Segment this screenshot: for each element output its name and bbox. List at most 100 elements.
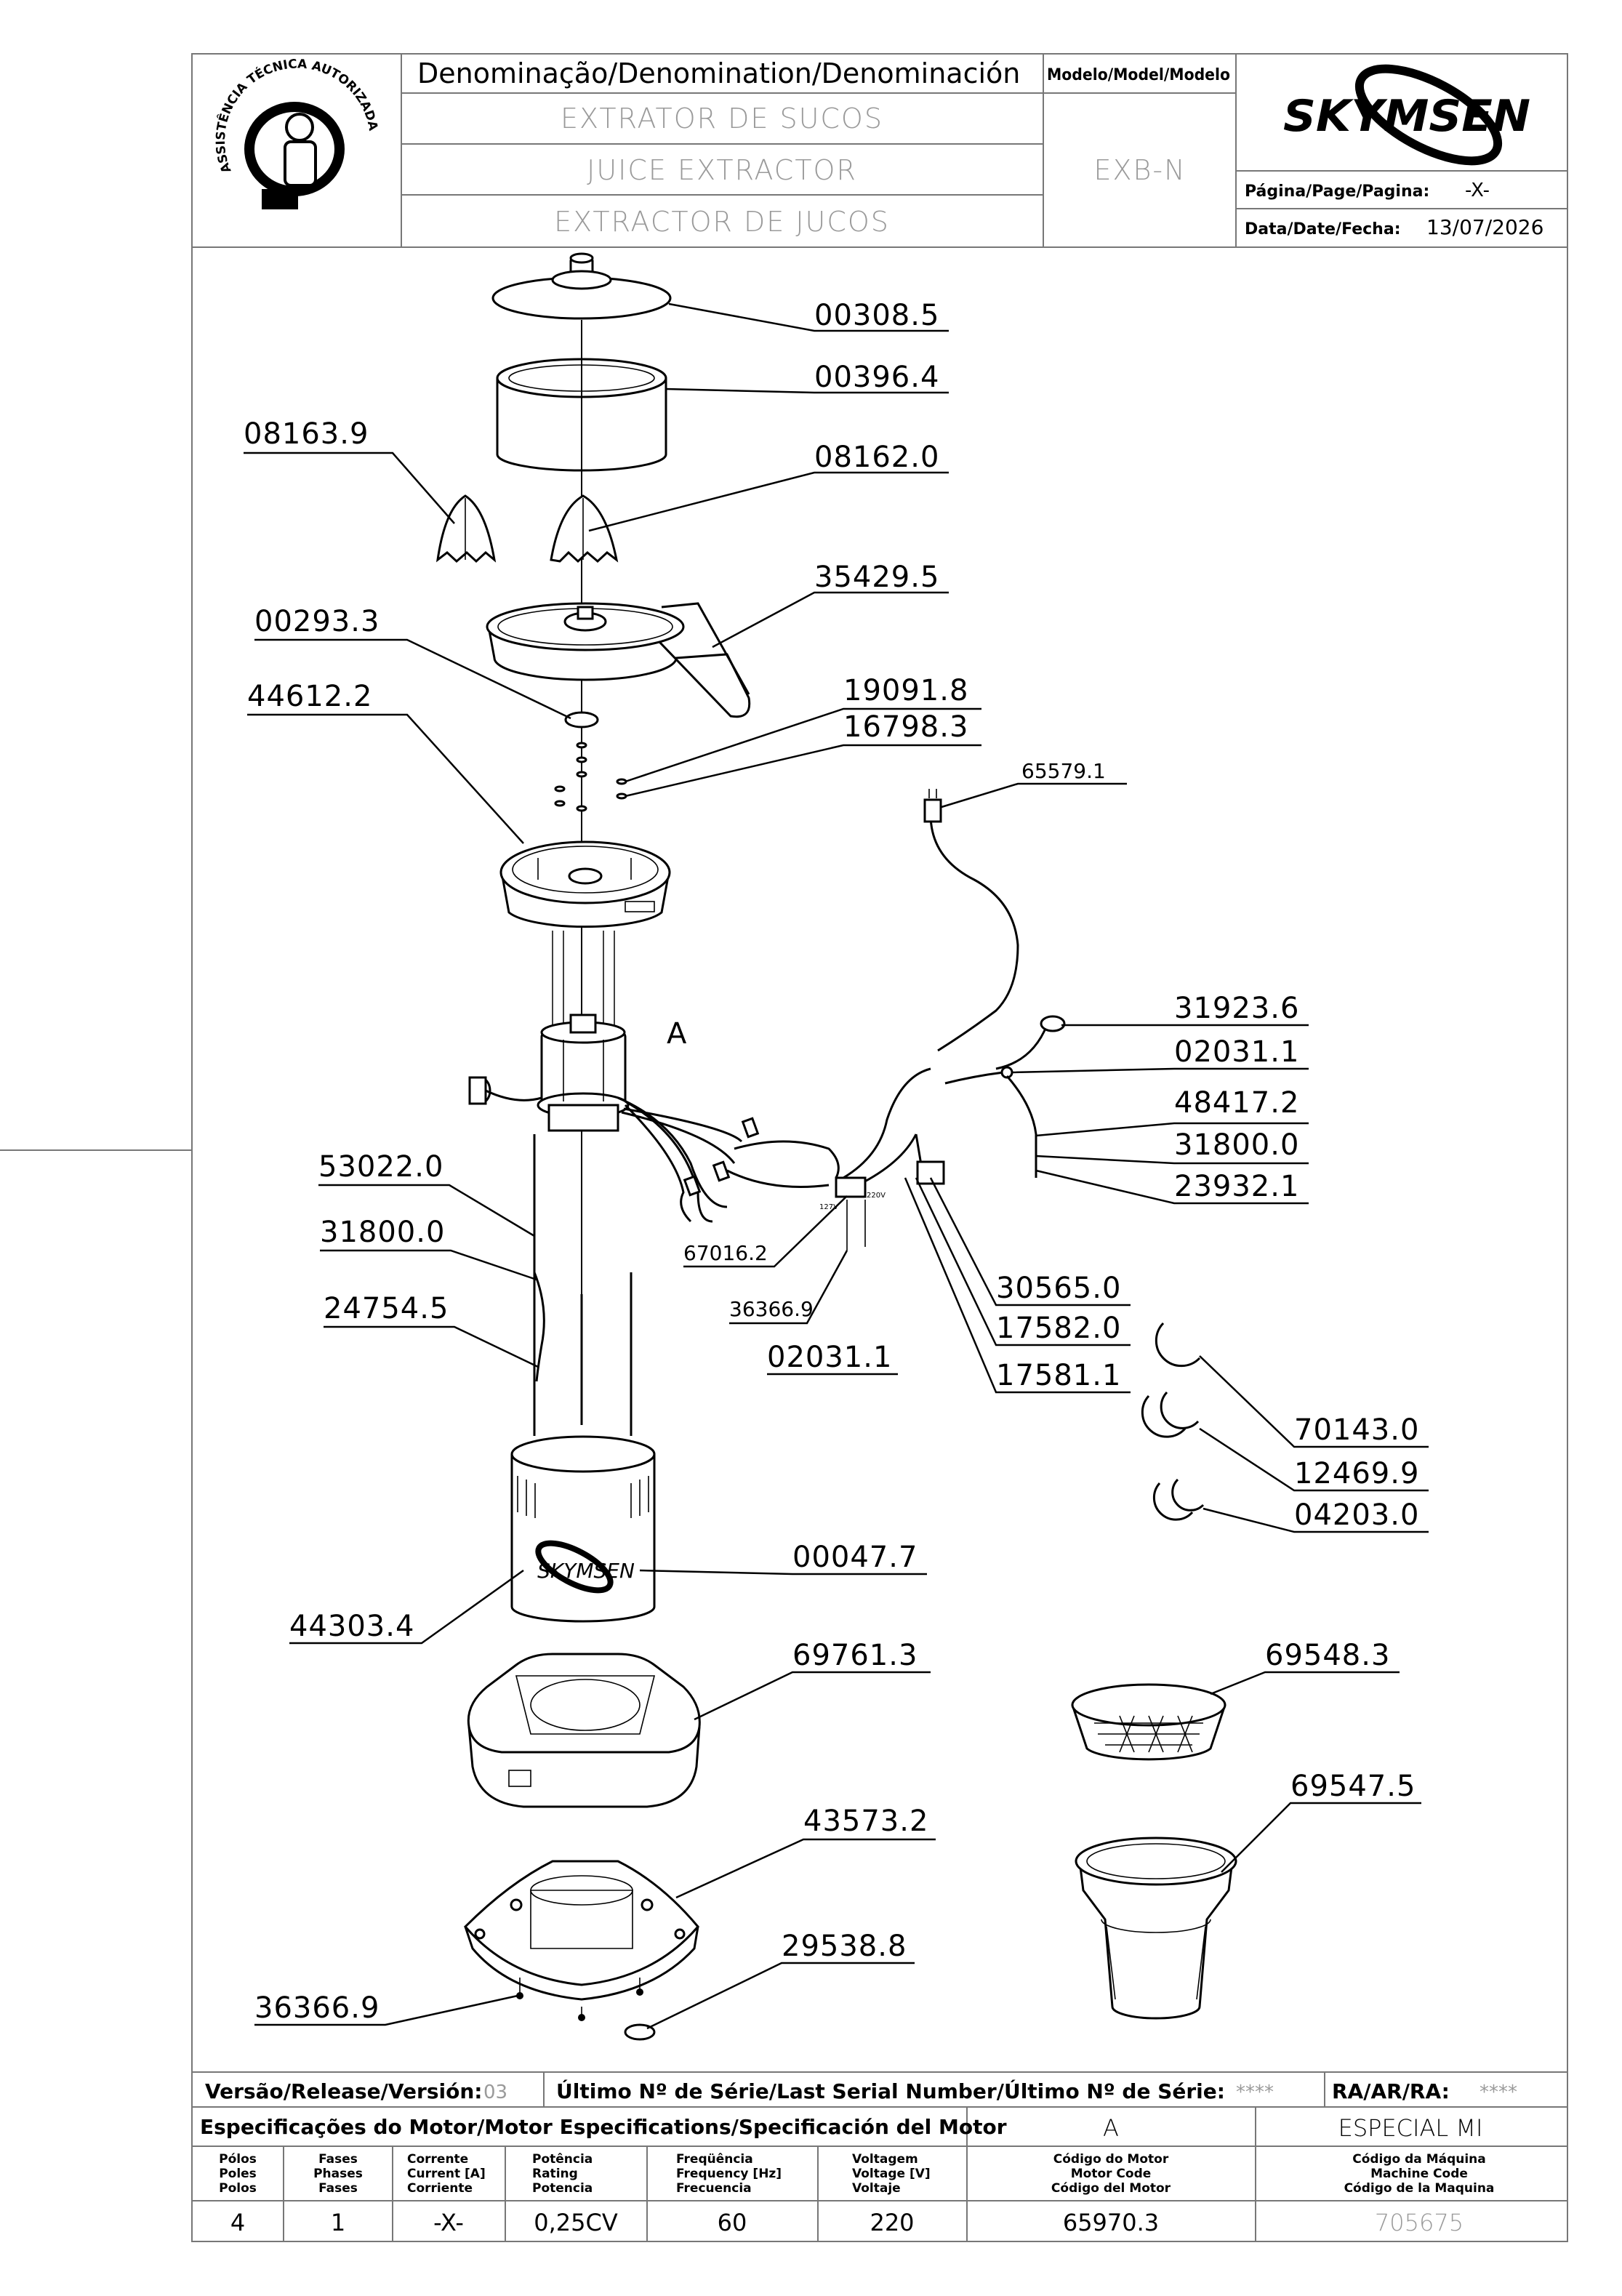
motor-code-value: 65970.3 (1063, 2209, 1159, 2236)
product-name-es: EXTRACTOR DE JUCOS (554, 206, 890, 238)
motor-spec-label: Especificações do Motor/Motor Especifica… (200, 2115, 1007, 2139)
callout-69548-3: 69548.3 (1265, 1639, 1390, 1672)
svg-text:Potência: Potência (532, 2152, 593, 2167)
seal-toolbox (262, 189, 298, 209)
callout-24754-5: 24754.5 (324, 1292, 449, 1325)
date-label: Data/Date/Fecha: (1245, 220, 1401, 238)
callout-36366-9-bottom: 36366.9 (254, 1991, 380, 2025)
svg-text:Frecuencia: Frecuencia (676, 2181, 752, 2196)
phases-value: 1 (331, 2209, 345, 2236)
spec-col-frequency: Freqüência Frequency [Hz] Frecuencia 60 (676, 2152, 782, 2236)
callout-69761-3: 69761.3 (792, 1639, 918, 1672)
callout-00293-3: 00293.3 (254, 605, 380, 638)
svg-text:Machine Code: Machine Code (1370, 2167, 1468, 2181)
callout-08163-9: 08163.9 (244, 417, 369, 451)
callout-23932-1: 23932.1 (1174, 1170, 1299, 1203)
callout-65579-1: 65579.1 (1021, 759, 1106, 783)
part-base (467, 1653, 701, 1808)
part-lid (491, 252, 672, 320)
callout-31923-6: 31923.6 (1174, 992, 1299, 1025)
part-sieve (1071, 1683, 1226, 1761)
spec-col-rating: Potência Rating Potencia 0,25CV (532, 2152, 618, 2236)
page-value: -X- (1465, 180, 1490, 201)
seal-figure-body (284, 140, 317, 187)
callout-31800-0-left: 31800.0 (320, 1216, 445, 1249)
release-value: 03 (483, 2082, 507, 2103)
title-block: Denominação/Denomination/Denominación Mo… (192, 54, 1567, 248)
voltage-value: 220 (870, 2209, 914, 2236)
spec-col-voltage: Voltagem Voltage [V] Voltaje 220 (852, 2152, 931, 2236)
callout-17581-1: 17581.1 (996, 1359, 1121, 1392)
callout-00396-4: 00396.4 (814, 361, 939, 394)
svg-text:Fases: Fases (318, 2152, 358, 2167)
svg-text:Corrente: Corrente (407, 2152, 468, 2167)
callout-48417-2: 48417.2 (1174, 1086, 1299, 1120)
wiring-harness: 127V 220V (617, 789, 1066, 1251)
callout-36366-9-mid: 36366.9 (729, 1297, 814, 1321)
brand-logo: SKYMSEN (1283, 64, 1530, 166)
wire-label-127v: 127V (819, 1203, 838, 1211)
callout-00047-7: 00047.7 (792, 1541, 918, 1574)
svg-text:Voltage [V]: Voltage [V] (852, 2167, 931, 2181)
callout-31800-0-right: 31800.0 (1174, 1128, 1299, 1162)
callout-43573-2: 43573.2 (803, 1805, 928, 1838)
svg-text:Código do Motor: Código do Motor (1053, 2152, 1169, 2167)
callout-12469-9: 12469.9 (1294, 1457, 1419, 1490)
callout-35429-5: 35429.5 (814, 561, 939, 594)
svg-text:Código da Máquina: Código da Máquina (1352, 2152, 1486, 2167)
callout-69547-5: 69547.5 (1290, 1770, 1416, 1803)
authorized-seal: ASSISTÊNCIA TÉCNICA AUTORIZADA (214, 57, 380, 209)
seal-figure-head (285, 113, 314, 142)
part-seal-ring (564, 711, 599, 728)
callout-17582-0: 17582.0 (996, 1312, 1121, 1345)
machine-variant: ESPECIAL MI (1338, 2114, 1483, 2142)
exploded-view: A 127V 220V (435, 252, 1237, 2041)
svg-text:Fases: Fases (318, 2181, 358, 2196)
spec-col-poles: Pólos Poles Polos 4 (219, 2152, 257, 2236)
date-value: 13/07/2026 (1426, 215, 1543, 239)
svg-text:Pólos: Pólos (219, 2152, 257, 2167)
product-name-en: JUICE EXTRACTOR (587, 154, 857, 186)
poles-value: 4 (230, 2209, 245, 2236)
serial-label: Último Nº de Série/Last Serial Number/Úl… (556, 2079, 1225, 2103)
svg-text:Phases: Phases (313, 2167, 363, 2181)
svg-text:Potencia: Potencia (532, 2181, 593, 2196)
callout-02031-1-top: 02031.1 (1174, 1035, 1299, 1069)
ra-value: **** (1480, 2082, 1517, 2103)
callout-44612-2: 44612.2 (247, 680, 372, 713)
denomination-label: Denominação/Denomination/Denominación (417, 57, 1020, 89)
frequency-value: 60 (718, 2209, 747, 2236)
callout-02031-1-mid: 02031.1 (767, 1341, 892, 1374)
svg-text:Corriente: Corriente (407, 2181, 473, 2196)
part-clips (1141, 1322, 1205, 1521)
machine-code-value: 705675 (1375, 2209, 1464, 2236)
part-cone-large (550, 494, 619, 563)
tie-rods (533, 1134, 633, 1436)
callouts: 00308.5 00396.4 08163.9 08162.0 35429.5 … (244, 299, 1429, 2030)
svg-text:Polos: Polos (219, 2181, 257, 2196)
wire-label-220v: 220V (867, 1192, 886, 1200)
svg-text:Frequency [Hz]: Frequency [Hz] (676, 2167, 782, 2181)
part-jug (1075, 1837, 1237, 2020)
callout-53022-0: 53022.0 (318, 1150, 443, 1184)
callout-04203-0: 04203.0 (1294, 1498, 1419, 1532)
product-name-pt: EXTRATOR DE SUCOS (561, 103, 883, 135)
part-foot (463, 1860, 699, 2001)
assembly-label-a: A (667, 1017, 687, 1051)
part-motor-assembly (468, 1013, 630, 1132)
small-hardware (554, 742, 627, 812)
svg-text:Código de la Maquina: Código de la Maquina (1344, 2181, 1495, 2196)
callout-19091-8: 19091.8 (843, 674, 968, 707)
svg-text:Motor Code: Motor Code (1071, 2167, 1152, 2181)
brand-logo-text: SKYMSEN (1283, 91, 1530, 142)
part-filter-bowl (486, 602, 751, 718)
part-motor-housing: SKYMSEN (510, 1435, 656, 1623)
callout-08162-0: 08162.0 (814, 441, 939, 474)
callout-00308-5: 00308.5 (814, 299, 939, 332)
housing-brand-text: SKYMSEN (537, 1559, 635, 1583)
svg-text:Código del Motor: Código del Motor (1051, 2181, 1171, 2196)
part-base-bowl (499, 840, 671, 928)
rating-value: 0,25CV (534, 2209, 618, 2236)
callout-16798-3: 16798.3 (843, 710, 968, 744)
spec-table: Versão/Release/Versión: 03 Último Nº de … (192, 2071, 1567, 2241)
